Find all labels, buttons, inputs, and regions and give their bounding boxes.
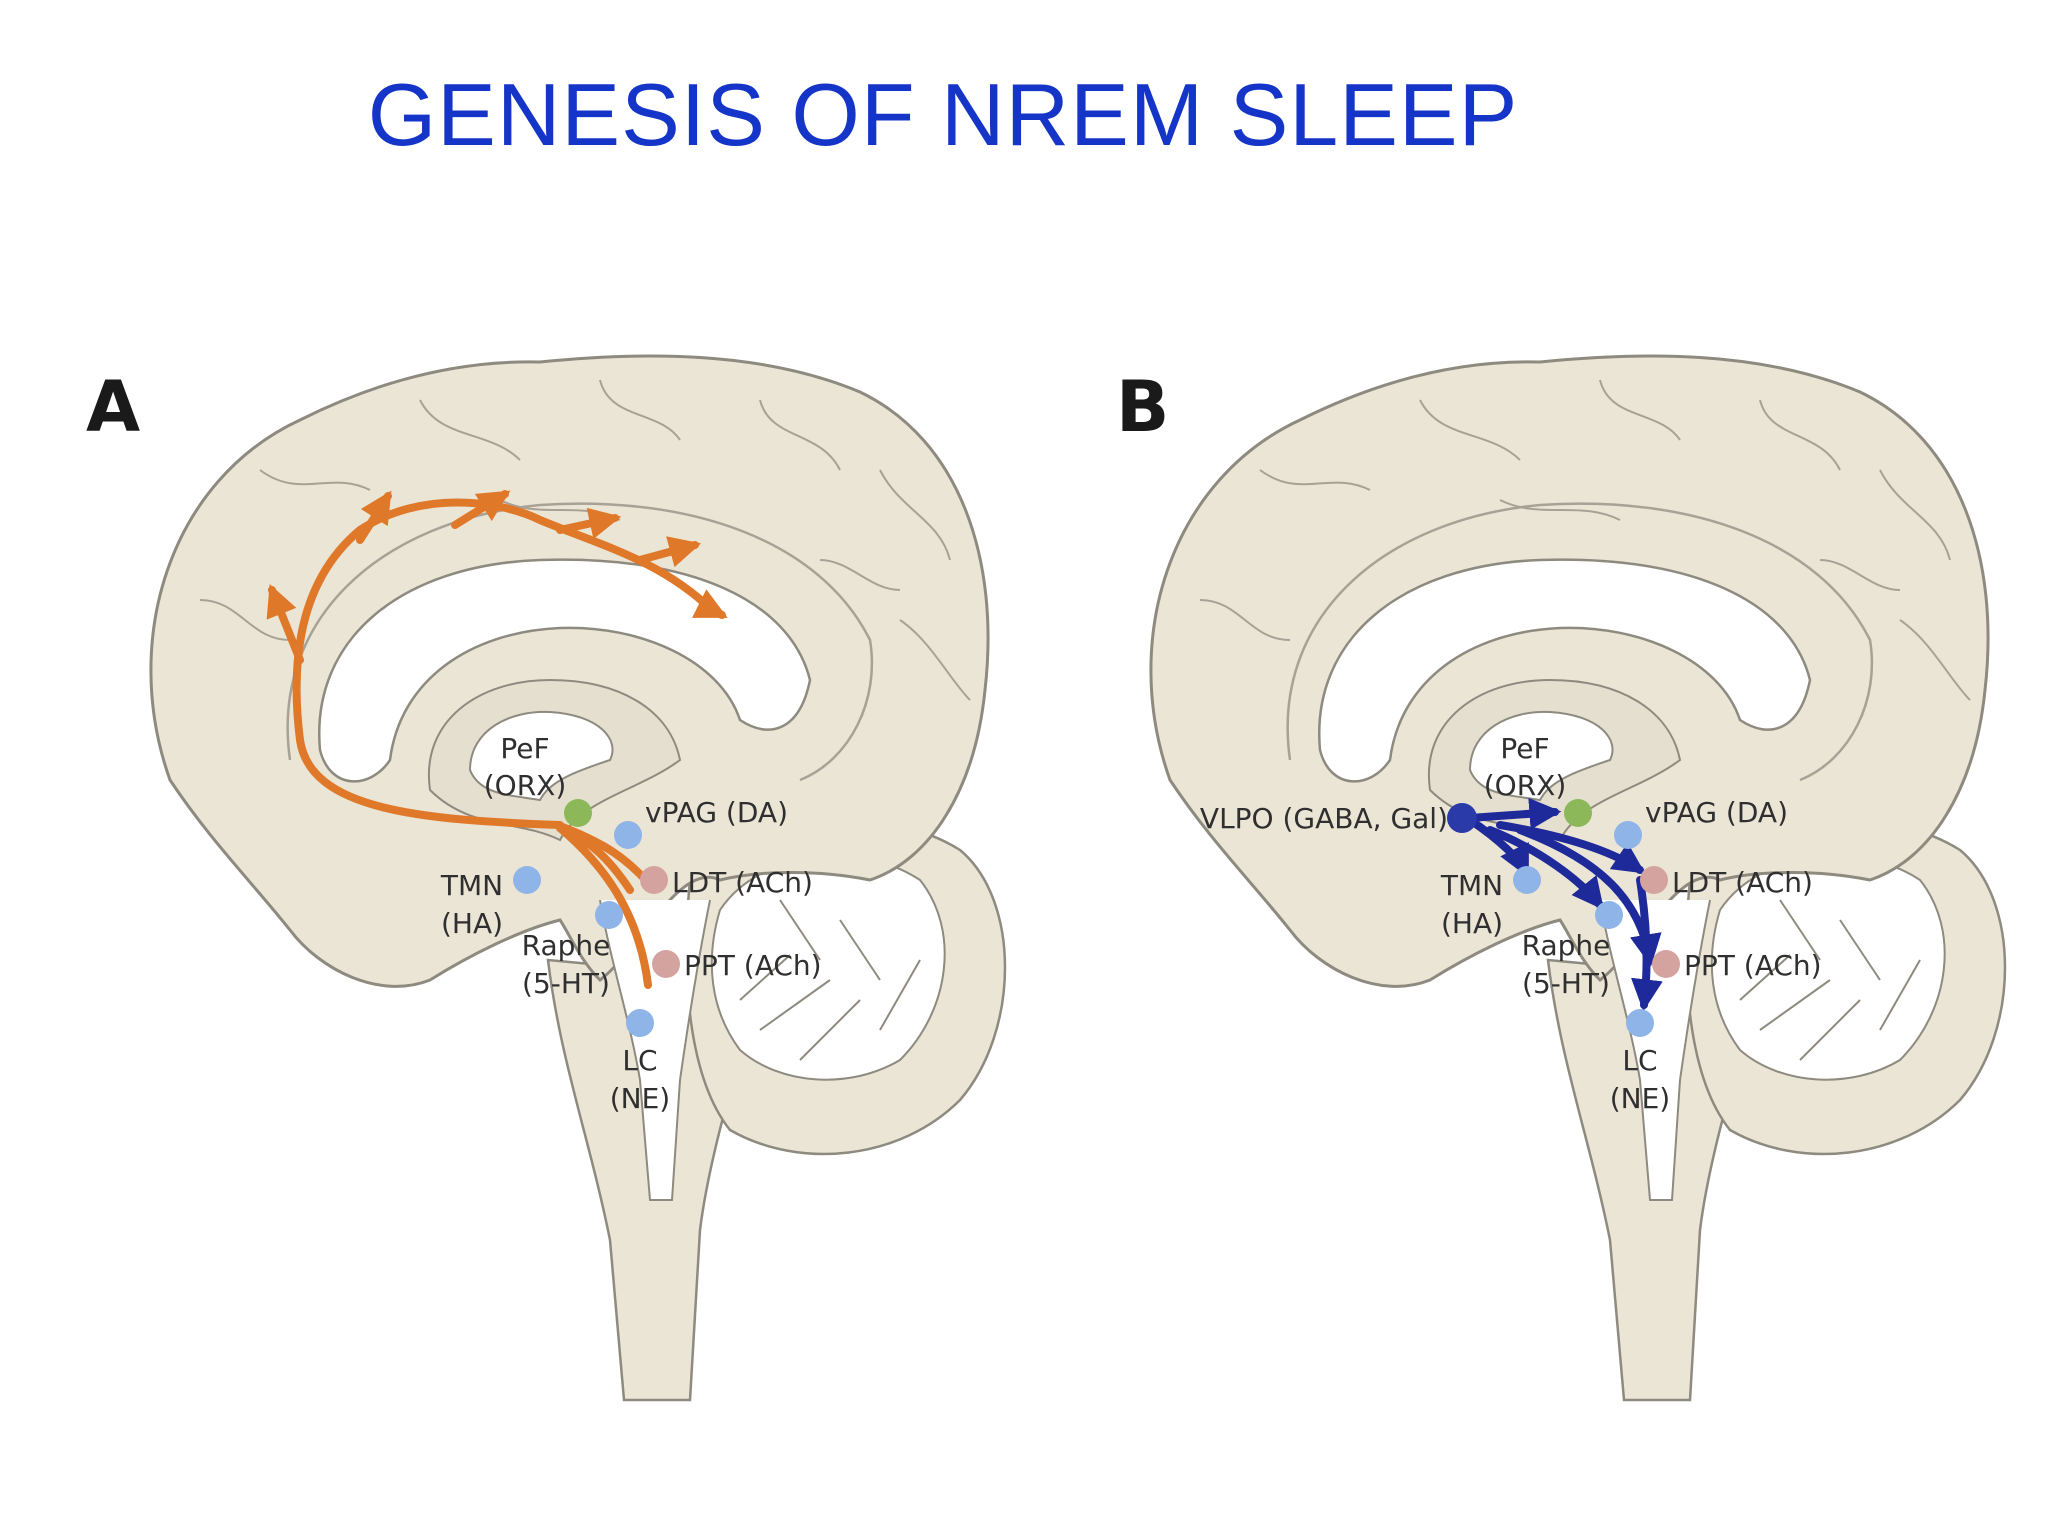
label-tmn: TMN: [440, 869, 503, 902]
panel-b: VLPO (GABA, Gal) PeF (ORX) vPAG (DA) TMN…: [1149, 354, 2007, 1402]
sleep-to-raphe: [1486, 826, 1604, 910]
label-ne: (NE): [610, 1082, 670, 1115]
node-tmn-b: [1513, 866, 1541, 894]
label-5ht-b: (5-HT): [1522, 967, 1610, 1000]
label-5ht: (5-HT): [522, 967, 610, 1000]
label-lc: LC: [622, 1044, 657, 1077]
node-ppt-b: [1652, 950, 1680, 978]
label-raphe: Raphe: [522, 929, 611, 962]
label-ppt-b: PPT (ACh): [1684, 949, 1822, 982]
node-ldt-b: [1640, 866, 1668, 894]
node-ppt: [652, 950, 680, 978]
arousal-from-ldt: [556, 822, 654, 889]
label-ne-b: (NE): [1610, 1082, 1670, 1115]
arousal-branch-5: [636, 536, 702, 568]
arousal-pathway: [266, 490, 728, 989]
node-pef: [564, 799, 592, 827]
node-lc: [626, 1009, 654, 1037]
label-ha: (HA): [441, 907, 503, 940]
label-orx-b: (ORX): [1484, 769, 1567, 802]
node-vlpo: [1447, 803, 1477, 833]
label-pef-b: PeF: [1500, 732, 1549, 765]
arousal-branch-2: [356, 490, 392, 544]
node-lc-b: [1626, 1009, 1654, 1037]
label-ldt-b: LDT (ACh): [1672, 866, 1813, 899]
panel-a: PeF (ORX) vPAG (DA) TMN (HA) LDT (ACh) R…: [149, 354, 1007, 1402]
node-pef-b: [1564, 799, 1592, 827]
sleep-to-pef: [1466, 797, 1562, 830]
label-orx: (ORX): [484, 769, 567, 802]
arousal-branch-3: [451, 490, 511, 529]
page-title: GENESIS OF NREM SLEEP: [367, 65, 1519, 164]
label-pef: PeF: [500, 732, 549, 765]
sleep-pathway: [1466, 797, 1663, 1012]
sleep-to-lc: [1631, 876, 1663, 1012]
label-vpag: vPAG (DA): [645, 796, 788, 829]
node-ldt: [640, 866, 668, 894]
label-raphe-b: Raphe: [1522, 929, 1611, 962]
node-raphe: [595, 901, 623, 929]
brain-illustration-a: [149, 354, 1007, 1402]
label-ha-b: (HA): [1441, 907, 1503, 940]
panel-letter-b: B: [1116, 366, 1170, 448]
label-lc-b: LC: [1622, 1044, 1657, 1077]
label-vpag-b: vPAG (DA): [1645, 796, 1788, 829]
node-vpag-b: [1614, 821, 1642, 849]
arousal-branch-1: [266, 584, 304, 664]
label-ldt: LDT (ACh): [672, 866, 813, 899]
label-tmn-b: TMN: [1440, 869, 1503, 902]
label-ppt: PPT (ACh): [684, 949, 822, 982]
node-raphe-b: [1595, 901, 1623, 929]
node-tmn: [513, 866, 541, 894]
arousal-branch-4: [556, 507, 622, 540]
arousal-branch-6: [691, 589, 728, 619]
node-vpag: [614, 821, 642, 849]
arousal-from-ppt: [556, 824, 652, 989]
label-vlpo: VLPO (GABA, Gal): [1200, 802, 1448, 835]
panel-letter-a: A: [86, 366, 141, 448]
